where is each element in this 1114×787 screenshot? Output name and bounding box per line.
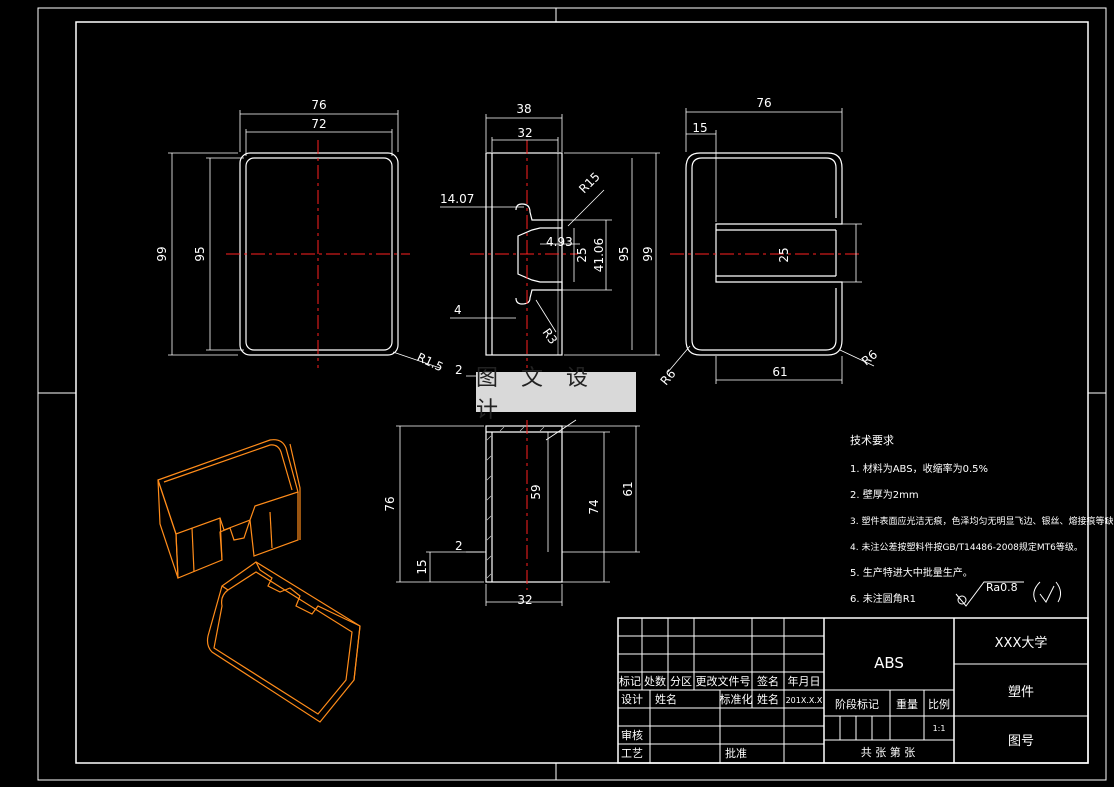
side-dim-width-inner: 32 bbox=[517, 126, 532, 140]
label-name: 姓名 bbox=[655, 692, 677, 706]
tech-req-item-3: 3. 塑件表面应光洁无痕，色泽均匀无明显飞边、银丝、熔接痕等缺陷。 bbox=[850, 515, 1114, 527]
front-dim-width-outer: 76 bbox=[311, 98, 326, 112]
side-dim-height-outer: 99 bbox=[641, 246, 655, 261]
side-dim-slot-span: 41.06 bbox=[592, 238, 606, 272]
header-change-doc: 更改文件号 bbox=[696, 674, 751, 688]
technical-requirements: 技术要求 1. 材料为ABS，收缩率为0.5% 2. 壁厚为2mm 3. 塑件表… bbox=[850, 434, 1114, 605]
section-dim-base: 15 bbox=[415, 559, 429, 574]
side-dim-slot-height: 25 bbox=[575, 247, 589, 262]
centering-marks bbox=[38, 8, 1106, 780]
section-dim-depth2: 74 bbox=[587, 499, 601, 514]
label-weight: 重量 bbox=[896, 697, 918, 711]
title-block bbox=[617, 617, 1089, 764]
isometric-view-bottom bbox=[206, 561, 361, 723]
title-drawing-no: 图号 bbox=[1008, 734, 1034, 749]
label-scale-value: 1:1 bbox=[933, 724, 946, 733]
tech-req-item-6: 6. 未注圆角R1 bbox=[850, 592, 916, 605]
side-dim-left-wall: 4 bbox=[454, 303, 462, 317]
front-dim-height-inner: 95 bbox=[193, 246, 207, 261]
label-review: 审核 bbox=[621, 728, 643, 742]
right-dim-radius-left: R6 bbox=[658, 367, 679, 388]
title-material: ABS bbox=[874, 654, 904, 672]
front-view bbox=[168, 110, 441, 369]
front-dim-width-inner: 72 bbox=[311, 117, 326, 131]
section-dim-depth3: 61 bbox=[621, 481, 635, 496]
side-dim-slot-offset: 14.07 bbox=[440, 192, 474, 206]
header-signature: 签名 bbox=[757, 674, 779, 688]
tech-req-title: 技术要求 bbox=[850, 434, 894, 447]
front-dim-height-outer: 99 bbox=[155, 246, 169, 261]
front-dim-radius: R1.5 bbox=[415, 350, 446, 374]
header-date: 年月日 bbox=[788, 674, 821, 688]
right-view bbox=[667, 108, 875, 384]
section-dim-height: 76 bbox=[383, 496, 397, 511]
side-dim-height-inner: 95 bbox=[617, 246, 631, 261]
section-dim-depth: 59 bbox=[529, 484, 543, 499]
tech-req-item-4: 4. 未注公差按塑料件按GB/T14486-2008规定MT6等级。 bbox=[850, 541, 1083, 553]
side-dim-wall: 2 bbox=[455, 363, 463, 377]
label-design: 设计 bbox=[621, 693, 643, 706]
section-view bbox=[396, 419, 640, 606]
section-dim-wall: 2 bbox=[455, 539, 463, 553]
label-scale: 比例 bbox=[928, 697, 950, 711]
label-date: 201X.X.X bbox=[786, 696, 823, 705]
side-dim-radius-bottom: R3 bbox=[540, 326, 561, 347]
title-part-name: 塑件 bbox=[1008, 685, 1034, 700]
side-view bbox=[440, 114, 660, 377]
right-dim-bottom-width: 61 bbox=[772, 365, 787, 379]
header-count: 处数 bbox=[644, 675, 666, 688]
header-mark: 标记 bbox=[619, 674, 641, 688]
right-dim-tab: 15 bbox=[692, 121, 707, 135]
label-process: 工艺 bbox=[621, 747, 643, 760]
side-dim-slot-depth: 4.93 bbox=[546, 235, 573, 249]
right-dim-width: 76 bbox=[756, 96, 771, 110]
label-approve: 批准 bbox=[725, 746, 747, 760]
label-sheets: 共 张 第 张 bbox=[861, 745, 916, 759]
header-zone: 分区 bbox=[670, 675, 692, 688]
section-dim-width: 32 bbox=[517, 593, 532, 607]
label-stage-mark: 阶段标记 bbox=[835, 697, 879, 711]
side-dim-width-outer: 38 bbox=[516, 102, 531, 116]
side-dim-radius-top: R15 bbox=[576, 170, 603, 197]
label-name2: 姓名 bbox=[757, 692, 779, 706]
title-school: XXX大学 bbox=[995, 635, 1048, 651]
right-dim-radius-right: R6 bbox=[859, 347, 880, 368]
isometric-view-top bbox=[157, 439, 301, 579]
roughness-symbol bbox=[955, 581, 1062, 607]
outer-border bbox=[37, 7, 1107, 781]
label-standardize: 标准化 bbox=[720, 692, 753, 706]
tech-req-item-1: 1. 材料为ABS，收缩率为0.5% bbox=[850, 462, 988, 475]
tech-req-item-2: 2. 壁厚为2mm bbox=[850, 488, 919, 501]
tech-req-item-5: 5. 生产特进大中批量生产。 bbox=[850, 566, 973, 579]
watermark-banner: 图 文 设 计 bbox=[476, 366, 636, 423]
roughness-value: Ra0.8 bbox=[986, 581, 1018, 594]
right-dim-slot: 25 bbox=[777, 247, 791, 262]
